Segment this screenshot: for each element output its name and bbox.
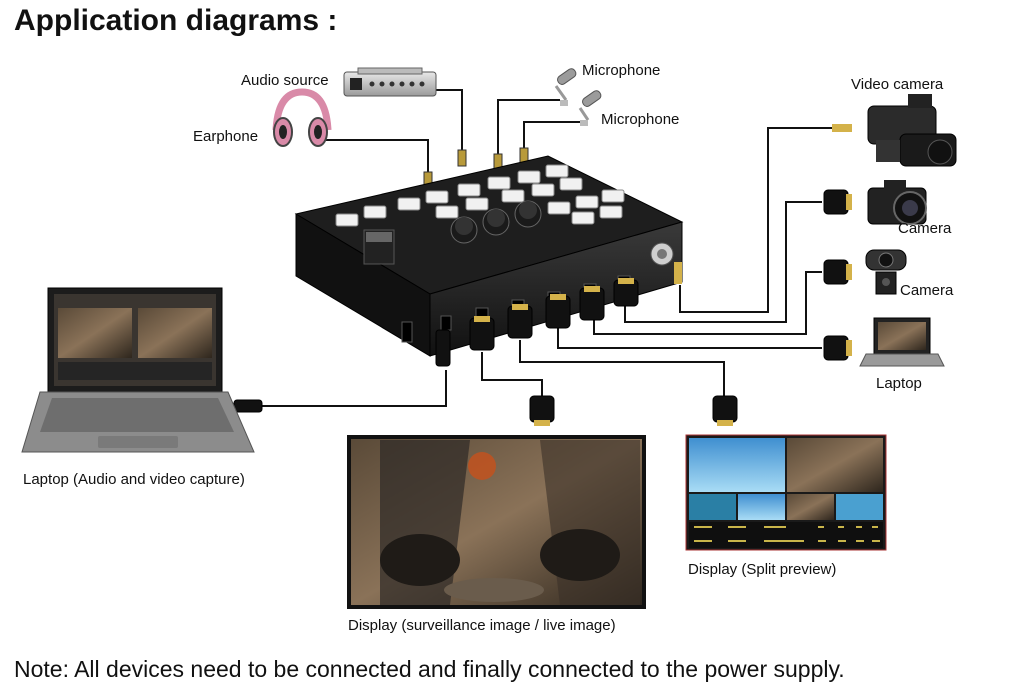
label-camera-1: Camera [898,220,952,237]
usb-capture-cable [262,370,447,407]
audio-source-cable [436,89,463,152]
display-split-device [685,434,887,551]
label-laptop-capture: Laptop (Audio and video capture) [23,471,245,488]
camera-2-device [865,249,907,295]
video-camera-device [867,94,957,167]
earphone-cable [326,139,429,175]
label-camera-2: Camera [900,282,954,299]
capture-laptop-device [21,287,255,453]
earphone-device [272,88,332,147]
display-live-device [347,435,646,609]
cables [262,89,832,407]
camera-1-cable [624,201,822,323]
label-video-camera: Video camera [851,76,944,93]
microphone-2-cable [523,121,582,150]
laptop-input-cable [557,328,822,349]
label-display-live: Display (surveillance image / live image… [348,617,616,634]
video-camera-cable [679,127,832,313]
page-title: Application diagrams : [14,4,338,37]
camera-2-cable [593,271,822,335]
microphone-2-device [578,90,602,126]
laptop-input-device [859,317,945,367]
label-microphone-1: Microphone [582,62,661,79]
microphone-1-device [554,68,577,106]
microphone-1-cable [497,99,560,156]
hdmi-out1-cable [519,340,725,398]
camera-1-device [867,180,927,225]
power-supply-note: Note: All devices need to be connected a… [14,656,845,682]
hdmi-plugs [233,124,852,426]
label-audio-source: Audio source [241,72,329,89]
switcher-knobs [450,200,542,244]
audio-source-device [343,67,437,97]
label-microphone-2: Microphone [601,111,680,128]
label-earphone: Earphone [193,128,259,145]
label-display-split: Display (Split preview) [688,561,837,578]
label-laptop-input: Laptop [876,375,922,392]
hdmi-out2-cable [481,352,543,398]
